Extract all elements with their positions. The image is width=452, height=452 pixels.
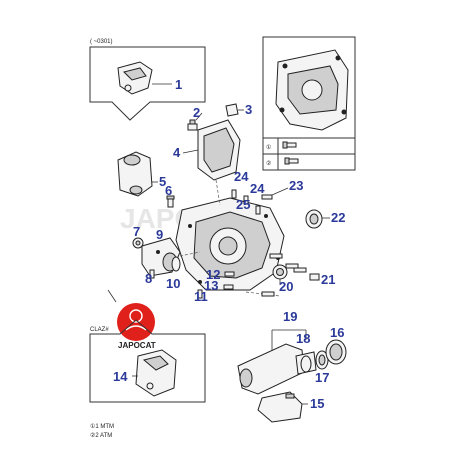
callout-9: 9	[156, 227, 163, 242]
callout-24a: 24	[234, 169, 249, 184]
callout-24b: 24	[250, 181, 265, 196]
callout-6: 6	[165, 183, 172, 198]
mount-bracket-5	[117, 151, 153, 197]
bolt-11	[197, 289, 203, 299]
callout-16: 16	[330, 325, 344, 340]
plug-2	[187, 119, 198, 131]
differential-cover-inset	[275, 49, 349, 131]
dash-9	[179, 251, 201, 257]
leader-23	[271, 187, 289, 196]
leader-4	[182, 149, 199, 154]
callout-10: 10	[166, 276, 180, 291]
callout-7: 7	[133, 224, 140, 239]
inset-row1-marker: ①	[266, 144, 271, 151]
callout-20: 20	[279, 279, 293, 294]
callout-11: 11	[194, 289, 208, 304]
transfer-case-housing	[175, 197, 285, 291]
callout-17: 17	[315, 370, 329, 385]
callout-8: 8	[145, 271, 152, 286]
plug-3	[225, 103, 239, 117]
bolt-23	[261, 194, 273, 200]
leader-badge	[107, 289, 117, 303]
callout-15: 15	[310, 396, 324, 411]
seal-17	[315, 350, 329, 370]
bolt-24b	[243, 195, 249, 205]
cap-7	[132, 237, 144, 249]
callout-12: 12	[206, 267, 220, 282]
callout-21: 21	[321, 272, 335, 287]
seal-10	[171, 256, 181, 272]
inset-lower-code: CLAZ#	[90, 327, 109, 333]
leader-2	[195, 112, 203, 121]
extension-housing-9	[141, 237, 181, 277]
oil-seal-22	[305, 209, 323, 229]
bolt-8	[149, 269, 155, 279]
mount-bracket-14	[135, 349, 177, 397]
callout-3: 3	[245, 102, 252, 117]
bolt-13	[223, 284, 234, 290]
callout-1: 1	[175, 77, 182, 92]
inset-frame-right	[262, 36, 356, 171]
bolt-6	[166, 195, 175, 208]
bolt-25	[255, 205, 261, 215]
extension-housing-18	[237, 343, 305, 395]
callout-14: 14	[113, 369, 128, 384]
stud-bolts	[261, 253, 307, 297]
bolt-12	[224, 271, 235, 277]
callout-19: 19	[283, 309, 297, 324]
dash-4	[215, 179, 221, 206]
footnote-atm: ②2 ATM	[90, 432, 112, 439]
callout-25: 25	[236, 197, 250, 212]
brand-logo-text: JAPOCAT	[118, 341, 156, 350]
callout-5: 5	[159, 174, 166, 189]
plug-21	[309, 273, 320, 281]
housing-cover-4	[197, 119, 241, 181]
date-code: ( ~0301)	[90, 39, 113, 45]
bolt-icon-inset-1	[282, 141, 297, 149]
bolt-icon-inset-2	[284, 157, 299, 165]
callout-23: 23	[289, 178, 303, 193]
callout-2: 2	[193, 105, 200, 120]
bushing-18	[295, 351, 317, 375]
oil-seal-20	[272, 264, 288, 280]
callout-18: 18	[296, 331, 310, 346]
footnote-mtm: ①1 MTM	[90, 423, 114, 430]
dust-cover-16	[325, 339, 347, 365]
bracket-part-1	[117, 61, 153, 95]
callout-22: 22	[331, 210, 345, 225]
inset-frame-lower	[89, 319, 206, 403]
bracket-group-19	[271, 329, 307, 350]
watermark-badge: JAPOCAT	[117, 303, 156, 350]
callout-13: 13	[204, 278, 218, 293]
callout-4: 4	[173, 145, 181, 160]
bolt-24a	[231, 189, 237, 199]
inset-frame-top	[89, 46, 206, 121]
inset-row2-marker: ②	[266, 160, 271, 167]
bracket-15	[257, 391, 303, 423]
